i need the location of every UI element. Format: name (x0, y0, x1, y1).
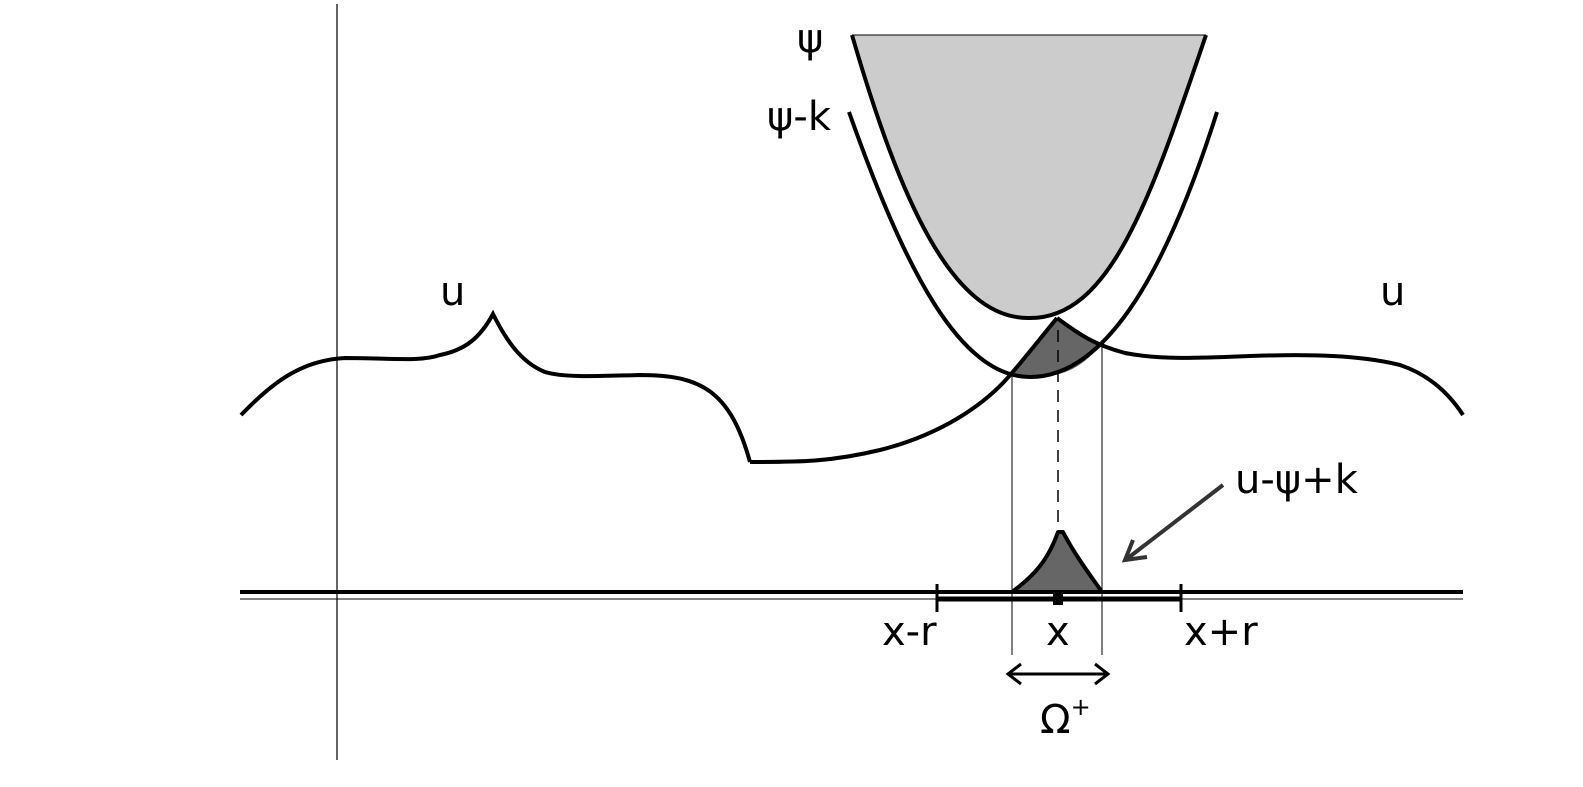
label-psi-minus-k: ψ-k (767, 94, 832, 140)
label-u-right: u (1380, 269, 1405, 315)
label-x-minus-r: x-r (882, 609, 937, 655)
label-psi: ψ (797, 16, 823, 62)
psi-minus-k-curve (847, 111, 1219, 380)
pointer-arrow-shaft (1126, 483, 1225, 560)
u-curve-middle (749, 316, 1059, 464)
u-psi-k-bump (1010, 530, 1104, 594)
label-omega-symbol: Ω (1040, 697, 1071, 743)
u-curve-left (239, 309, 752, 463)
u-curve-right (1055, 316, 1465, 417)
omega-arrow-left-head (1005, 662, 1022, 686)
pointer-arrow-head (1121, 539, 1148, 563)
label-omega: Ω+ (1040, 693, 1091, 743)
x-marker (1053, 593, 1063, 605)
label-u-left: u (440, 269, 465, 315)
label-x: x (1046, 609, 1070, 655)
label-x-plus-r: x+r (1184, 609, 1258, 655)
contact-region (1011, 318, 1101, 378)
omega-arrow-right-head (1094, 662, 1111, 686)
label-u-minus-psi-plus-k: u-ψ+k (1235, 457, 1359, 503)
psi-region (852, 35, 1206, 319)
label-omega-superscript: + (1071, 693, 1091, 721)
psi-curve (850, 34, 1208, 321)
